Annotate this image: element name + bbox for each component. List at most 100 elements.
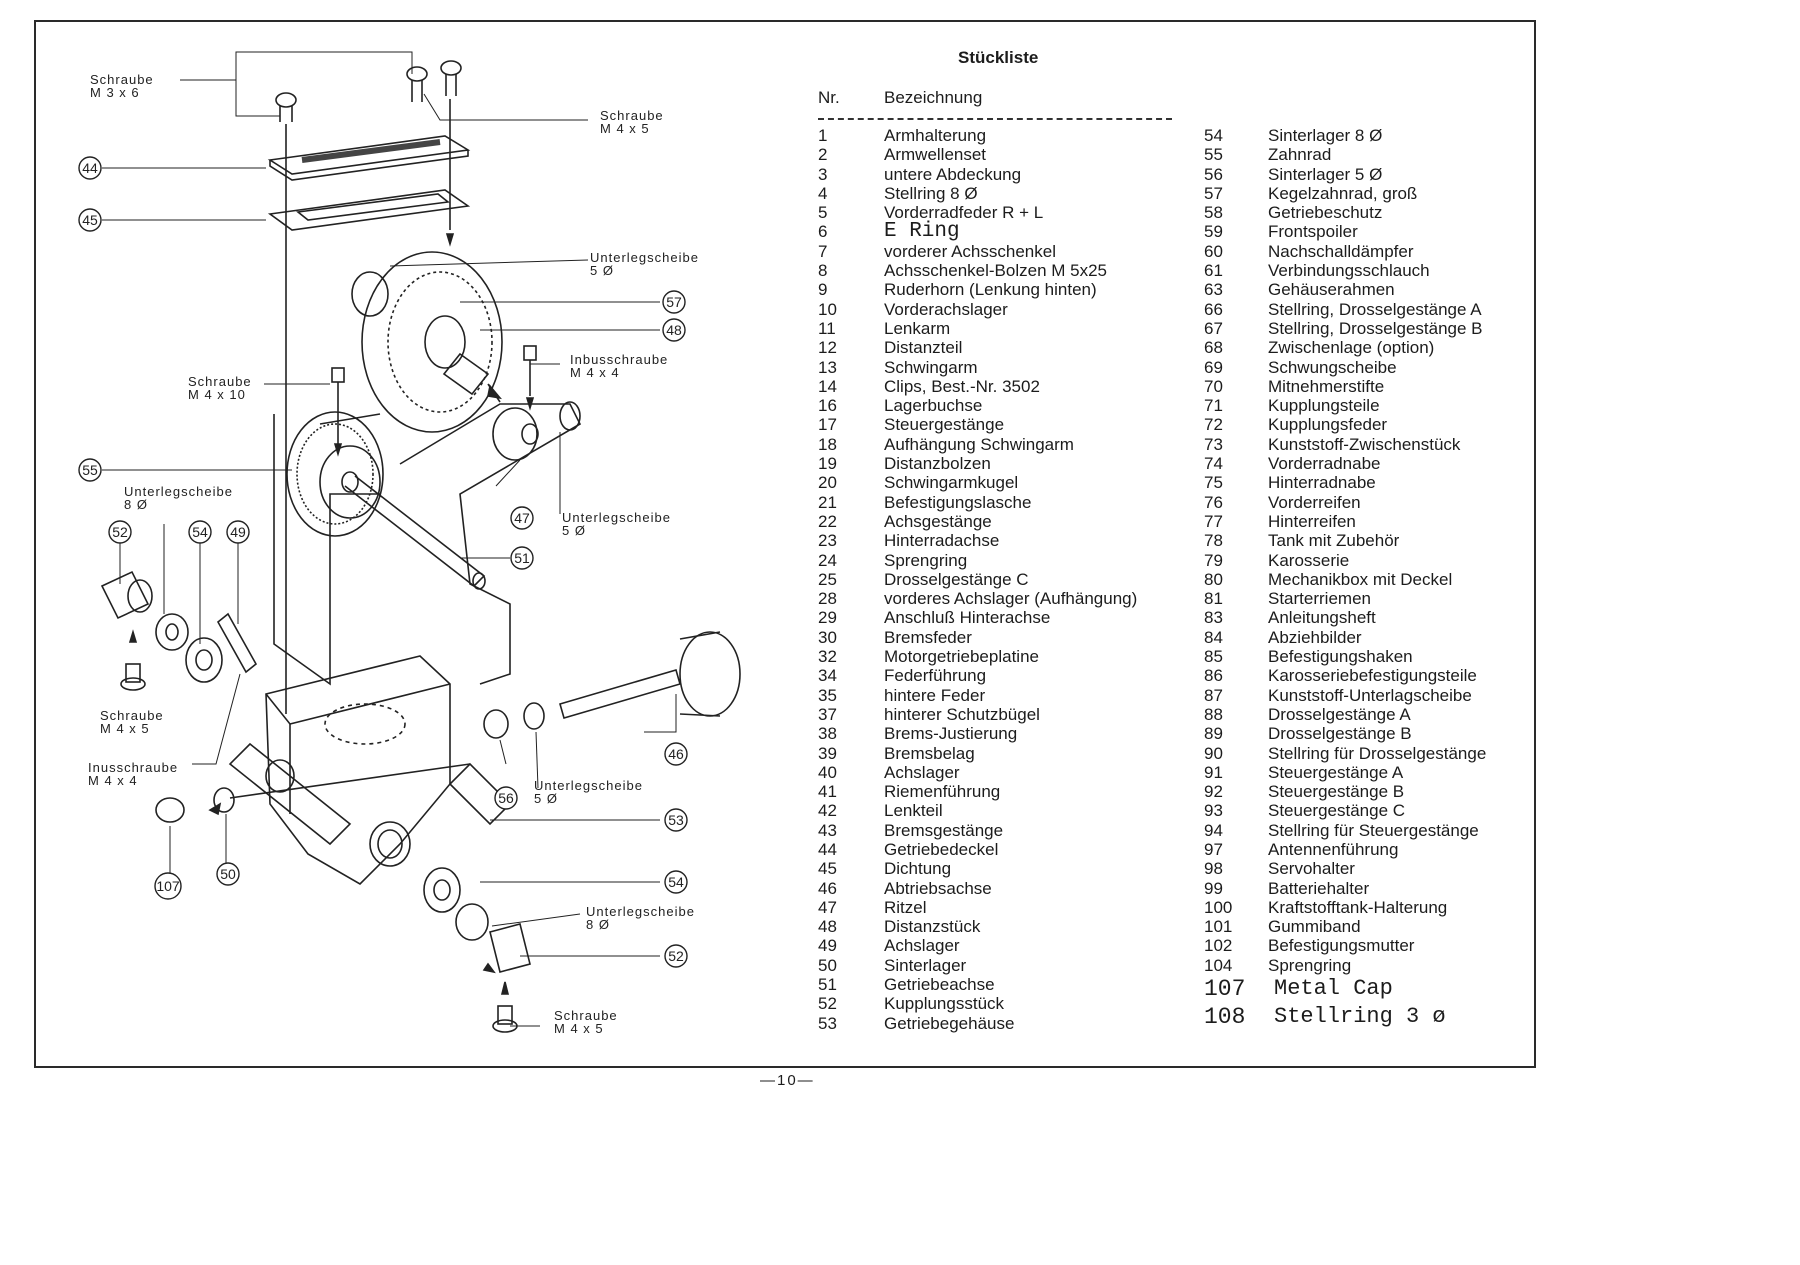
part-name: Steuergestänge [884,415,1005,435]
label-schraube-m4x5-top: Schraube [600,108,664,123]
part-number: 9 [818,280,828,300]
part-name: Mechanikbox mit Deckel [1268,569,1453,589]
part-number: 21 [818,492,837,512]
screw-m4x5-icon [406,60,462,102]
part-name: Starterriemen [1268,589,1371,609]
part-name: Lenkarm [884,318,951,338]
part-number: 66 [1204,299,1223,319]
part-name: Achslager [884,936,960,956]
part-number: 91 [1204,762,1223,782]
part-number: 52 [818,994,837,1014]
part-number: 80 [1204,569,1223,589]
label-unterleg-5-low: Unterlegscheibe [534,778,643,793]
part-name: untere Abdeckung [884,164,1022,184]
part-number: 24 [818,550,837,570]
callout-45: 45 [82,212,98,228]
part-name: Motorgetriebeplatine [884,647,1039,667]
part-name: Abziehbilder [1268,627,1362,647]
sinter-bearing-8-low-part [423,867,461,913]
part-number: 43 [818,820,837,840]
part-number: 92 [1204,782,1223,802]
callout-50: 50 [220,866,236,882]
part-number: 29 [818,608,837,628]
sinter-bearing-5-part [483,709,509,739]
part-name: Distanzbolzen [884,454,991,474]
part-name: Getriebedeckel [884,839,999,859]
part-name: Schwungscheibe [1268,357,1397,377]
part-number: 69 [1204,357,1223,377]
part-name: Hinterradachse [884,531,1000,551]
part-name: Anschluß Hinterachse [884,608,1051,628]
gearbox-housing-part [265,655,451,885]
part-name: Zahnrad [1268,145,1332,165]
part-name: Drosselgestänge B [1268,724,1412,744]
part-number: 49 [818,936,837,956]
label-unterleg-5-top: Unterlegscheibe [590,250,699,265]
part-number: 1 [818,126,828,145]
part-number: 45 [818,859,837,879]
part-number: 28 [818,589,837,609]
part-name: Clips, Best.-Nr. 3502 [884,376,1040,396]
part-number: 89 [1204,724,1223,744]
part-name: hinterer Schutzbügel [884,704,1040,724]
part-number: 84 [1204,627,1223,647]
callout-51: 51 [514,550,530,566]
label-unterleg-5-low-size: 5 Ø [534,791,558,806]
part-number: 102 [1204,936,1233,956]
part-name: Schwingarmkugel [884,473,1019,493]
part-name: Achsgestänge [884,511,992,531]
part-number: 14 [818,376,837,396]
part-number: 5 [818,203,828,223]
diagram-svg: Schraube M 3 x 6 Schraube M 4 x 5 Unterl… [78,51,741,1036]
part-number: 77 [1204,511,1223,531]
label-schraube-m4x10: Schraube [188,374,252,389]
part-name: Karosserie [1268,550,1350,570]
label-schraube-m4x5-bottom: Schraube [554,1008,618,1023]
part-number: 107 [1204,976,1246,1003]
part-number: 44 [818,839,837,859]
part-number: 61 [1204,261,1223,281]
part-name: Drosselgestänge C [884,569,1029,589]
label-unterleg-8-low: Unterlegscheibe [586,904,695,919]
part-number: 81 [1204,589,1223,609]
mount-tube-left [228,742,352,846]
part-name: Stellring, Drosselgestänge B [1268,318,1483,338]
part-name: Sprengring [884,550,968,570]
part-name: Kupplungsstück [884,994,1005,1014]
part-name: Schwingarm [884,357,978,377]
sinter-bearing-8-part [185,637,223,683]
page-frame [34,20,1536,1068]
part-name: Steuergestänge C [1268,801,1406,821]
label-unterleg-8-left-size: 8 Ø [124,497,148,512]
part-number: 17 [818,415,837,435]
part-number: 101 [1204,917,1233,937]
callout-47: 47 [514,510,530,526]
callout-48: 48 [666,322,682,338]
part-name: Getriebeschutz [1268,203,1383,223]
screw-m4x5-bottom-icon [497,1005,513,1025]
part-name: Ritzel [884,897,927,917]
part-number: 13 [818,357,837,377]
part-name: Lagerbuchse [884,396,983,416]
part-number: 7 [818,241,828,261]
part-name: Getriebegehäuse [884,1013,1015,1033]
part-number: 88 [1204,704,1223,724]
part-name: Gehäuserahmen [1268,280,1395,300]
part-number: 19 [818,454,837,474]
label-unterleg-5-mid: Unterlegscheibe [562,510,671,525]
part-name: Frontspoiler [1268,222,1358,242]
label-schraube-m4x5-left: Schraube [100,708,164,723]
part-number: 90 [1204,743,1223,763]
part-name: Vorderradnabe [1268,454,1381,474]
callout-53: 53 [668,812,684,828]
part-name: Sinterlager 5 Ø [1268,164,1383,184]
callout-107: 107 [156,878,180,894]
part-name: Vorderradfeder R + L [884,203,1044,223]
part-number: 73 [1204,434,1223,454]
part-name: Antennenführung [1268,839,1399,859]
part-number: 39 [818,743,837,763]
gear-shaft-part [344,475,486,590]
callout-46: 46 [668,746,684,762]
part-name: Bremsfeder [884,627,972,647]
part-number: 37 [818,704,837,724]
